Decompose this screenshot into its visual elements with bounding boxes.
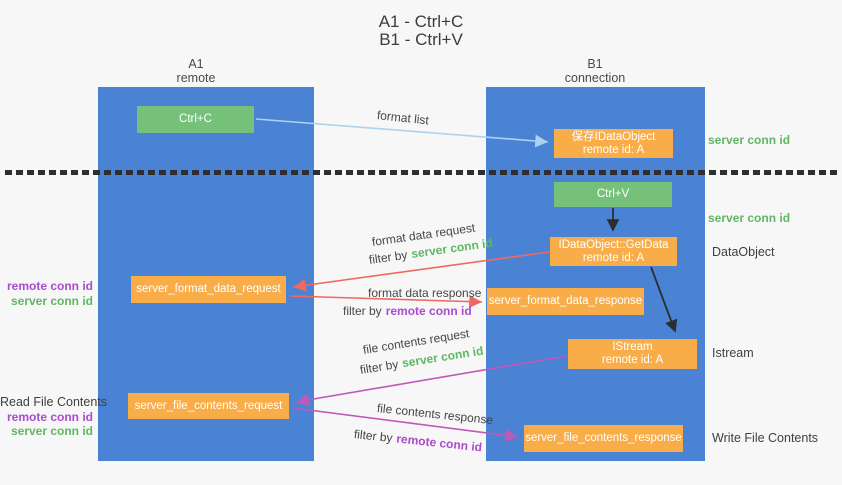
- node-file-request-label: server_file_contents_request: [134, 399, 283, 412]
- node-server-file-contents-response: server_file_contents_response: [524, 425, 683, 452]
- label-format-list: format list: [376, 108, 430, 128]
- session-separator-dotted-line: [5, 170, 837, 175]
- left-read-file-contents: Read File Contents: [0, 395, 108, 409]
- node-save-line1: 保存IDataObject: [571, 130, 656, 143]
- filter-by-text: filter by: [343, 304, 382, 318]
- left-server-conn-id-2: server conn id: [10, 424, 93, 438]
- node-istream-line2: remote id: A: [601, 354, 664, 366]
- node-istream-line1: IStream: [612, 341, 653, 353]
- left-remote-conn-id-2: remote conn id: [6, 409, 93, 424]
- left-remote-conn-id-1: remote conn id: [6, 279, 93, 293]
- node-server-format-data-request: server_format_data_request: [131, 276, 286, 303]
- node-ctrl-c: Ctrl+C: [137, 106, 254, 133]
- filter-by-text: filter by: [358, 357, 400, 377]
- node-getdata-line2: remote id: A: [582, 251, 645, 264]
- right-label-write-file-contents: Write File Contents: [712, 431, 819, 445]
- diagram-title: A1 - Ctrl+C B1 - Ctrl+V: [0, 13, 842, 49]
- filter-by-text: filter by: [353, 427, 394, 446]
- node-istream: IStream remote id: A: [568, 339, 697, 369]
- title-line-2: B1 - Ctrl+V: [379, 30, 463, 49]
- node-idataobject-getdata: IDataObject::GetData remote id: A: [550, 237, 677, 266]
- left-label-group-file: Read File Contents remote conn id server…: [0, 395, 108, 439]
- remote-conn-id-text: remote conn id: [395, 431, 483, 455]
- left-server-conn-id-1: server conn id: [10, 293, 93, 308]
- label-format-data-response: format data response: [368, 286, 482, 300]
- node-format-request-label: server_format_data_request: [136, 283, 281, 295]
- right-label-istream: Istream: [712, 346, 754, 360]
- node-save-line2: remote id: A: [582, 143, 645, 156]
- node-ctrl-v: Ctrl+V: [554, 182, 672, 207]
- right-label-dataobject: DataObject: [712, 245, 775, 259]
- node-file-response-label: server_file_contents_response: [525, 432, 682, 444]
- node-format-response-label: server_format_data_response: [488, 295, 643, 307]
- lane-b1-subtitle: connection: [564, 71, 626, 85]
- node-getdata-line1: IDataObject::GetData: [558, 238, 669, 251]
- node-ctrl-v-label: Ctrl+V: [596, 188, 630, 200]
- right-label-server-conn-id-mid: server conn id: [708, 211, 791, 225]
- node-server-file-contents-request: server_file_contents_request: [128, 393, 289, 419]
- node-save-idataobject: 保存IDataObject remote id: A: [554, 129, 673, 158]
- node-server-format-data-response: server_format_data_response: [487, 288, 644, 315]
- lane-a1-subtitle: remote: [176, 71, 216, 85]
- filter-by-text: filter by: [368, 247, 409, 267]
- lane-header-a1: A1 remote: [116, 57, 276, 85]
- lane-a1-name: A1: [188, 57, 204, 71]
- title-line-1: A1 - Ctrl+C: [378, 12, 464, 31]
- lane-header-b1: B1 connection: [515, 57, 675, 85]
- right-label-server-conn-id-top: server conn id: [708, 133, 791, 147]
- lane-b1-name: B1: [587, 57, 603, 71]
- remote-conn-id-text: remote conn id: [385, 304, 472, 318]
- label-file-contents-response: file contents response: [376, 401, 494, 428]
- left-label-group-format: remote conn id server conn id: [0, 279, 93, 308]
- node-ctrl-c-label: Ctrl+C: [179, 113, 212, 125]
